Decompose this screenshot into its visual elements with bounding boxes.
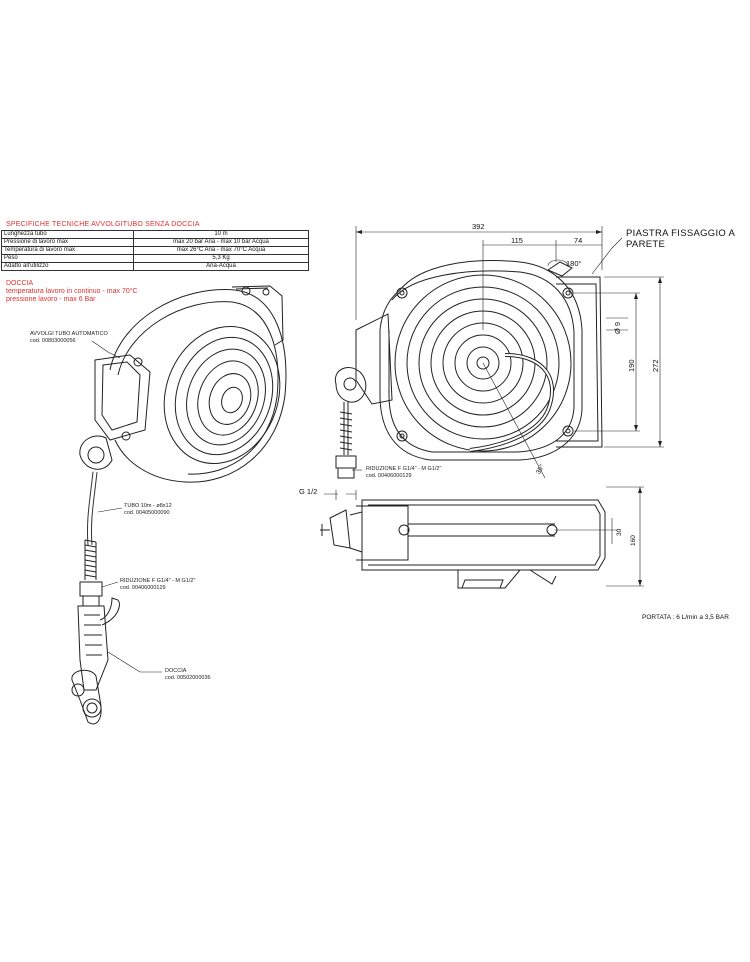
callout-hose-name: TUBO 10m - ø8x12 bbox=[124, 503, 172, 509]
callout-shower: DOCCIA cod. 00502000036 bbox=[165, 668, 211, 681]
dim-160: 160 bbox=[630, 535, 637, 546]
callout-reducer-right-code: cod. 00406000129 bbox=[366, 472, 412, 479]
doccia-title: DOCCIA bbox=[6, 280, 34, 287]
callout-reducer-left: RIDUZIONE F G1/4" - M G1/2" cod. 0040600… bbox=[120, 578, 195, 591]
callout-reel-name: AVVOLGI TUBO AUTOMATICO bbox=[30, 331, 108, 337]
reel-front-view bbox=[334, 260, 603, 479]
dim-190: 190 bbox=[627, 359, 636, 372]
flow-rate: PORTATA : 6 L/min a 3,5 BAR bbox=[642, 614, 729, 621]
callout-reducer-right-name: RIDUZIONE F G1/4" - M G1/2" bbox=[366, 466, 442, 472]
dim-30: 30 bbox=[616, 528, 623, 536]
dim-115: 115 bbox=[511, 236, 523, 245]
spec-title: SPECIFICHE TECNICHE AVVOLGITUBO SENZA DO… bbox=[6, 221, 200, 228]
plate-title: PIASTRA FISSAGGIO A PARETE bbox=[626, 228, 735, 250]
doccia-pressure: pressione lavoro - max 6 Bar bbox=[6, 296, 96, 303]
dim-74: 74 bbox=[574, 236, 583, 245]
callout-reducer-left-code: cod. 00406000129 bbox=[120, 584, 166, 591]
callout-reducer-right: RIDUZIONE F G1/4" - M G1/2" cod. 0040600… bbox=[366, 466, 441, 479]
callout-reel: AVVOLGI TUBO AUTOMATICO cod. 00803000056 bbox=[30, 331, 108, 344]
dim-d9: Ø 9 bbox=[613, 321, 622, 334]
reel-side-view bbox=[320, 499, 606, 589]
spec-value: Aria-Acqua bbox=[133, 262, 309, 271]
dim-g12: G 1/2 bbox=[299, 487, 318, 496]
callout-reel-code: cod. 00803000056 bbox=[30, 337, 76, 344]
callout-reducer-left-name: RIDUZIONE F G1/4" - M G1/2" bbox=[120, 578, 196, 584]
callout-shower-code: cod. 00502000036 bbox=[165, 674, 211, 681]
doccia-notes: DOCCIA temperatura lavoro in continuo - … bbox=[6, 280, 138, 304]
dimension-lines bbox=[324, 226, 664, 587]
callout-hose-code: cod. 00405000090 bbox=[124, 509, 170, 516]
reel-perspective bbox=[71, 285, 287, 725]
callout-hose: TUBO 10m - ø8x12 cod. 00405000090 bbox=[124, 503, 172, 516]
dim-272: 272 bbox=[651, 359, 660, 372]
dim-392: 392 bbox=[472, 222, 485, 231]
spec-label: Adatto all'utilizzo bbox=[0, 262, 135, 271]
dim-180deg: 180° bbox=[566, 259, 582, 268]
doccia-temp: temperatura lavoro in continuo - max 70°… bbox=[6, 288, 138, 295]
callout-shower-name: DOCCIA bbox=[165, 668, 187, 674]
